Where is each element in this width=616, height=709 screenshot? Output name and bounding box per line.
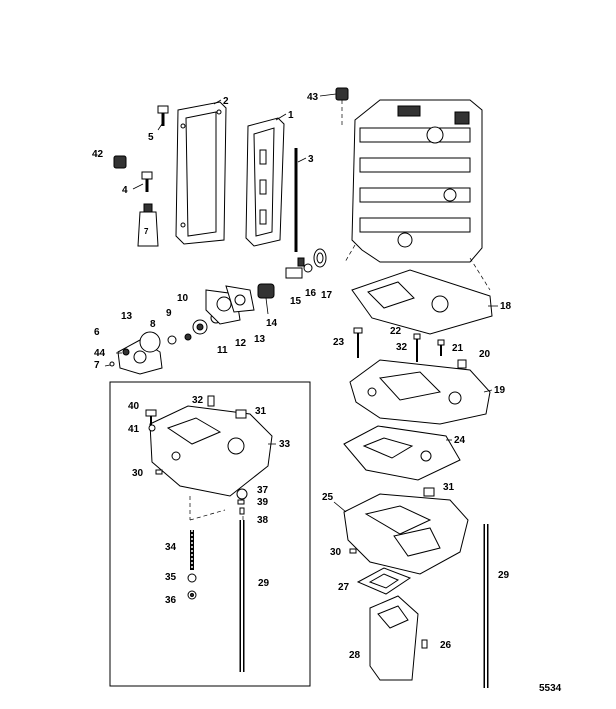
callout-4: 4 <box>122 185 128 196</box>
callout-32a: 32 <box>192 395 204 406</box>
part-18-gasket: 18 <box>351 269 512 335</box>
callout-37: 37 <box>257 485 269 496</box>
callout-16: 16 <box>305 288 317 299</box>
part-31b-plug: 31 <box>423 482 455 497</box>
callout-43: 43 <box>307 92 319 103</box>
part-24-gasket: 24 <box>343 425 466 481</box>
callout-29b: 29 <box>498 570 510 581</box>
diagram-id: 5534 <box>539 683 562 694</box>
callout-27: 27 <box>338 582 350 593</box>
part-27-gasket: 27 <box>338 567 412 595</box>
part-5-bolt: 5 <box>148 105 169 143</box>
callout-19: 19 <box>494 385 506 396</box>
inset-parts-35-36: 35 36 <box>165 572 197 606</box>
callout-5: 5 <box>148 132 154 143</box>
callout-13b: 13 <box>254 334 266 345</box>
callout-28: 28 <box>349 650 361 661</box>
part-3-rod: 3 <box>294 148 314 252</box>
callout-13a: 13 <box>121 311 133 322</box>
callout-3: 3 <box>308 154 314 165</box>
callout-22: 22 <box>390 326 402 337</box>
inset-small-parts: 32 31 40 41 30 37 39 38 <box>128 395 269 526</box>
inset-dashed-guides <box>189 496 244 526</box>
thermostat-cover-group <box>104 285 255 375</box>
callout-30b: 30 <box>330 547 342 558</box>
callout-26: 26 <box>440 640 452 651</box>
callout-9: 9 <box>166 308 172 319</box>
exhaust-gasket: 1 <box>245 110 294 247</box>
part-42-cap: 42 <box>92 149 127 169</box>
part-4-bolt: 4 <box>122 171 153 196</box>
inset-adapter-plate: 33 <box>149 405 291 497</box>
callout-30a: 30 <box>132 468 144 479</box>
cylinder-block <box>344 99 491 291</box>
callout-17: 17 <box>321 290 333 301</box>
callout-7-tube: 7 <box>144 227 149 236</box>
callout-24: 24 <box>454 435 466 446</box>
callout-7: 7 <box>94 360 100 371</box>
callout-2: 2 <box>223 96 229 107</box>
inset-frame <box>109 381 311 687</box>
callout-33: 33 <box>279 439 291 450</box>
callout-10: 10 <box>177 293 189 304</box>
callout-39: 39 <box>257 497 269 508</box>
callout-14: 14 <box>266 318 278 329</box>
callout-12: 12 <box>235 338 247 349</box>
callout-29a: 29 <box>258 578 270 589</box>
callout-36: 36 <box>165 595 177 606</box>
callout-20: 20 <box>479 349 491 360</box>
callout-18: 18 <box>500 301 512 312</box>
parts-21-23-bolts: 23 22 32 21 20 <box>333 326 491 369</box>
callout-8: 8 <box>150 319 156 330</box>
callout-25: 25 <box>322 492 334 503</box>
callout-6: 6 <box>94 327 100 338</box>
callout-11: 11 <box>217 345 228 356</box>
part-19-adapter-plate: 19 <box>349 359 506 425</box>
callout-15: 15 <box>290 296 302 307</box>
part-25-exhaust-plate: 25 30 <box>322 492 469 575</box>
part-14-spring: 14 <box>257 283 278 329</box>
callout-38: 38 <box>257 515 269 526</box>
callout-31b: 31 <box>443 482 455 493</box>
callout-41: 41 <box>128 424 140 435</box>
callout-42: 42 <box>92 149 104 160</box>
callout-40: 40 <box>128 401 140 412</box>
parts-15-17-fitting: 15 16 17 <box>285 248 333 307</box>
part-43-cap: 43 <box>307 87 349 125</box>
part-7-sealant-tube: 7 <box>137 203 159 247</box>
exhaust-cover: 2 <box>175 96 229 245</box>
callout-35: 35 <box>165 572 177 583</box>
callout-44: 44 <box>94 348 106 359</box>
callout-21: 21 <box>452 343 464 354</box>
part-28-exhaust-tube: 28 26 <box>349 595 452 681</box>
callout-34: 34 <box>165 542 177 553</box>
part-29b-tube: 29 <box>483 524 510 688</box>
inset-part-34-stud: 34 <box>165 530 194 570</box>
callout-32b: 32 <box>396 342 408 353</box>
callout-31a: 31 <box>255 406 267 417</box>
callout-1: 1 <box>288 110 294 121</box>
inset-part-29a-tube: 29 <box>239 520 270 672</box>
callout-23: 23 <box>333 337 345 348</box>
